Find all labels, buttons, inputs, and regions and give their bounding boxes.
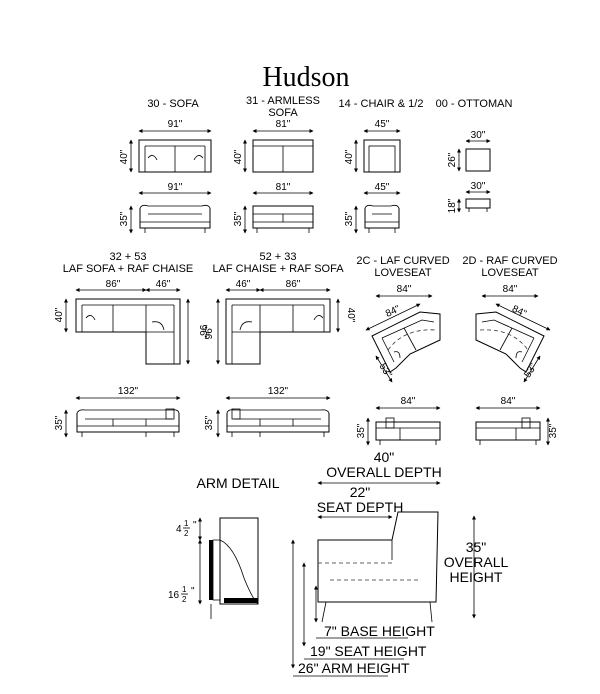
sectional-left-overall: 132": [118, 386, 139, 397]
overall-height-value: 35": [466, 539, 487, 555]
arm-top-num: 1: [184, 519, 189, 528]
sofa-depth: 40": [119, 149, 130, 164]
profile-side-view: [291, 511, 476, 677]
sectional-right-width-chaise: 46": [236, 279, 251, 290]
base-height-label: 7" BASE HEIGHT: [324, 623, 435, 639]
curved-laf-height: 35": [356, 423, 367, 438]
ottoman-width-front: 30": [471, 181, 486, 192]
curved-raf-side: 53": [522, 361, 539, 380]
sofa-front-view: [129, 191, 212, 234]
svg-text:": ": [191, 586, 195, 597]
curved-raf-label-2: LOVESEAT: [481, 267, 539, 279]
page-title: Hudson: [262, 62, 349, 93]
sectional-left-front-view: [64, 396, 181, 438]
sectional-left-height: 35": [54, 415, 65, 430]
sectional-left-width-sofa: 86": [106, 279, 121, 290]
svg-text:": ": [193, 520, 197, 531]
sofa-top-view: [129, 129, 212, 173]
sofa-label: 30 - SOFA: [147, 98, 199, 110]
seat-depth-label: SEAT DEPTH: [317, 499, 404, 515]
curved-raf-height: 35": [548, 423, 559, 438]
curved-laf-top-view: [365, 294, 441, 383]
sectional-left-width-chaise: 46": [156, 279, 171, 290]
sectional-right-height: 35": [204, 415, 215, 430]
chair-top-view: [354, 129, 401, 173]
sectional-right-label-1: 52 + 33: [259, 251, 296, 263]
chair-width-front: 45": [375, 182, 390, 193]
curved-laf-label-2: LOVESEAT: [374, 267, 432, 279]
sectional-right-top-view: [216, 288, 340, 365]
curved-laf-front-view: [366, 406, 441, 446]
ottoman-label: 00 - OTTOMAN: [436, 98, 513, 110]
overall-height-label-1: OVERALL: [444, 554, 509, 570]
curved-raf-diag: 84": [510, 304, 528, 320]
curved-laf-width-front: 84": [401, 396, 416, 407]
chair-height: 35": [344, 211, 355, 226]
overall-depth-label: OVERALL DEPTH: [326, 464, 441, 480]
sectional-right-depth: 40": [345, 308, 356, 323]
curved-raf-width-front: 84": [501, 396, 516, 407]
overall-height-label-2: HEIGHT: [450, 569, 503, 585]
sectional-left-label-1: 32 + 53: [109, 251, 146, 263]
arm-top-whole: 4: [176, 524, 182, 535]
curved-raf-width-top: 84": [503, 284, 518, 295]
sectional-right-label-2: LAF CHAISE + RAF SOFA: [212, 263, 344, 275]
armless-width-top: 81": [276, 119, 291, 130]
armless-front-view: [243, 191, 314, 234]
curved-laf-label-1: 2C - LAF CURVED: [356, 255, 449, 267]
chair-depth: 40": [344, 149, 355, 164]
sectional-right-width-sofa: 86": [286, 279, 301, 290]
armless-depth: 40": [233, 149, 244, 164]
arm-bottom-den: 2: [182, 595, 187, 604]
sectional-left-depth: 40": [54, 307, 65, 322]
ottoman-width-top: 30": [471, 130, 486, 141]
arm-bottom-whole: 16: [168, 590, 180, 601]
sectional-left-chaise-length: 96": [197, 325, 208, 340]
curved-raf-front-view: [475, 406, 550, 446]
curved-laf-side: 53": [377, 362, 394, 381]
chair-label: 14 - CHAIR & 1/2: [339, 98, 424, 110]
armless-label-2: SOFA: [268, 107, 298, 119]
sectional-left-label-2: LAF SOFA + RAF CHAISE: [63, 263, 194, 275]
ottoman-depth: 26": [447, 152, 458, 167]
arm-top-den: 2: [184, 529, 189, 538]
armless-label-1: 31 - ARMLESS: [246, 95, 320, 107]
chair-front-view: [354, 191, 401, 234]
armless-height: 35": [233, 211, 244, 226]
ottoman-height: 18": [447, 198, 458, 213]
chair-width-top: 45": [375, 119, 390, 130]
arm-detail-title: ARM DETAIL: [197, 475, 280, 491]
armless-width-front: 81": [276, 182, 291, 193]
ottoman-top-view: [457, 139, 491, 172]
arm-detail-drawing: [198, 517, 259, 619]
sectional-right-front-view: [216, 396, 331, 438]
seat-height-label: 19" SEAT HEIGHT: [310, 643, 427, 659]
sectional-right-overall: 132": [268, 386, 289, 397]
sofa-width-front: 91": [168, 182, 183, 193]
curved-raf-label-1: 2D - RAF CURVED: [462, 255, 557, 267]
armless-top-view: [243, 129, 314, 173]
curved-laf-diag: 84": [384, 303, 402, 319]
overall-depth-value: 40": [374, 449, 395, 465]
sectional-left-top-view: [64, 288, 190, 365]
curved-raf-top-view: [475, 294, 551, 383]
arm-bottom-num: 1: [182, 585, 187, 594]
curved-laf-width-top: 84": [397, 284, 412, 295]
ottoman-front-view: [457, 190, 491, 213]
sectional-right-chaise-length: 96": [204, 324, 215, 339]
arm-height-label: 26" ARM HEIGHT: [298, 660, 410, 676]
sofa-width-top: 91": [168, 119, 183, 130]
sofa-height: 35": [119, 211, 130, 226]
seat-depth-value: 22": [350, 484, 371, 500]
